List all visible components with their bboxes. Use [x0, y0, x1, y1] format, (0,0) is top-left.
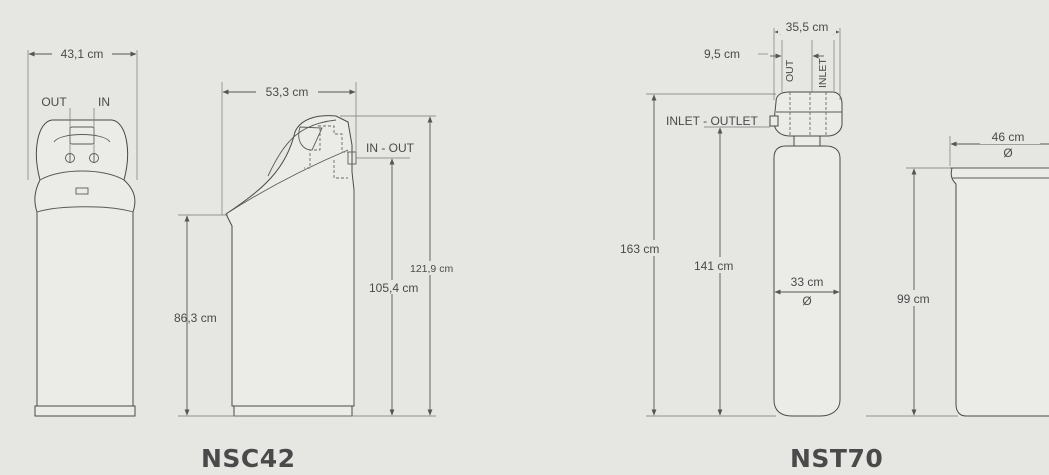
nst70-tank-diameter-symbol: Ø: [802, 294, 811, 308]
nsc42-total-height-label: 121,9 cm: [410, 263, 453, 275]
brine-height-label: 99 cm: [897, 292, 930, 306]
nsc42-front-view: 43,1 cm OUT IN: [27, 46, 138, 417]
nst70-total-height-label: 163 cm: [620, 242, 659, 256]
nsc42-side-view: 53,3 cm IN - OUT 86,3 cm 105,4 cm 121,9 …: [174, 82, 464, 417]
brine-diameter-label: 46 cm: [992, 130, 1025, 144]
nsc42-internal-valve: [304, 125, 348, 179]
brine-diameter-symbol: Ø: [1003, 146, 1012, 160]
nsc42-in-out-label: IN - OUT: [366, 141, 415, 155]
nst70-inlet-outlet-label: INLET - OUTLET: [666, 114, 758, 128]
nst70-valve-head: [773, 91, 843, 137]
nst70-tank-diameter-label: 33 cm: [791, 275, 824, 289]
nsc42-width-label: 43,1 cm: [61, 47, 104, 61]
nst70-out-label: OUT: [784, 59, 796, 82]
nst70-model-title: NST70: [790, 444, 884, 473]
nst70-brine-tank-view: 46 cm Ø 99 cm: [866, 130, 1049, 417]
nsc42-front-body: [34, 119, 136, 407]
nst70-inlet-height-label: 141 cm: [694, 259, 733, 273]
nst70-tank-view: 35,5 cm 9,5 cm OUT INLET INLET - OUTLET …: [618, 20, 843, 417]
nsc42-body-height-label: 86,3 cm: [174, 311, 217, 325]
brine-tank-body: [950, 167, 1049, 417]
nsc42-depth-label: 53,3 cm: [266, 85, 309, 99]
nsc42-front-badge: [75, 187, 89, 195]
nst70-head-width-label: 35,5 cm: [786, 20, 829, 34]
nsc42-model-title: NSC42: [201, 444, 296, 473]
nsc42-inout-height-label: 105,4 cm: [369, 281, 418, 295]
nsc42-side-body: [225, 115, 355, 407]
nst70-port-spacing-label: 9,5 cm: [704, 47, 740, 61]
nsc42-in-label: IN: [98, 95, 110, 109]
nst70-inlet-label: INLET: [817, 58, 829, 88]
nsc42-out-label: OUT: [41, 95, 67, 109]
